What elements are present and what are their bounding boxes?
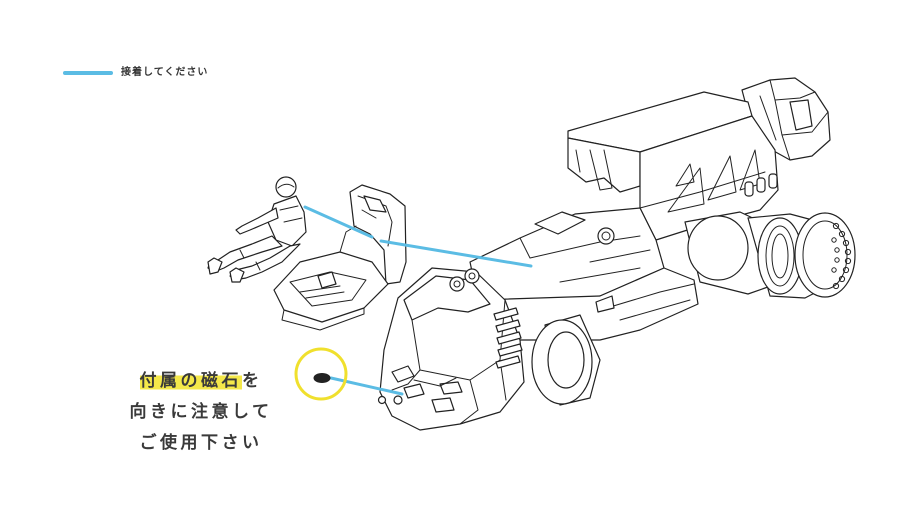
instruction-highlight: 付属の磁石 bbox=[139, 371, 242, 391]
truss-side-panel bbox=[639, 115, 779, 241]
instruction-line-2: 向きに注意して bbox=[129, 402, 273, 422]
glue-line-seat-to-body bbox=[379, 239, 533, 268]
glue-indicator-lines bbox=[303, 205, 533, 396]
main-body-part bbox=[377, 77, 856, 431]
magnet-highlight-circle bbox=[294, 347, 348, 401]
glue-line-magnet-to-nose bbox=[329, 376, 404, 396]
ring-part bbox=[531, 314, 601, 406]
magnet-callout bbox=[294, 347, 348, 401]
magnet-icon bbox=[313, 373, 331, 383]
nozzle-vent-holes bbox=[831, 222, 852, 290]
ejection-seat bbox=[273, 184, 407, 331]
instruction-line-1-rest: を bbox=[242, 371, 263, 391]
glue-legend-line bbox=[63, 71, 113, 75]
glue-legend-label: 接着してください bbox=[121, 67, 209, 78]
gun-port-right bbox=[464, 268, 480, 284]
instruction-line-1: 付属の磁石を bbox=[116, 366, 286, 397]
upper-block bbox=[567, 91, 753, 193]
nose-panel-details bbox=[377, 365, 463, 413]
instruction-line-3: ご使用下さい bbox=[139, 433, 263, 453]
nose-section bbox=[377, 267, 525, 431]
magnet-instruction: 付属の磁石を 向きに注意して ご使用下さい bbox=[116, 366, 286, 459]
glue-line-pilot-to-seat bbox=[303, 205, 374, 239]
engine-nozzle bbox=[684, 211, 856, 299]
middle-fuselage bbox=[469, 207, 665, 307]
nose-louvers bbox=[493, 307, 523, 369]
pilot-figure bbox=[207, 176, 307, 283]
gun-port-left bbox=[449, 276, 465, 292]
pilot-helmet bbox=[275, 176, 297, 198]
